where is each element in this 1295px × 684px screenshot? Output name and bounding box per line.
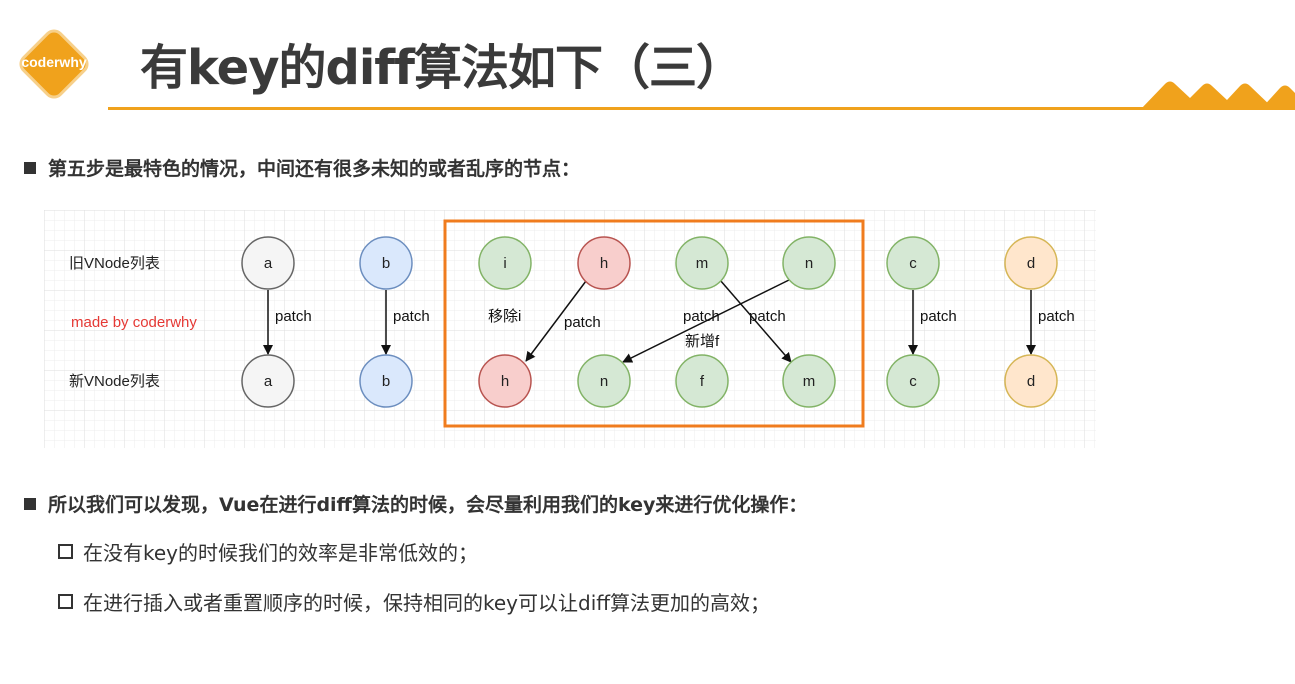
new-node-label-f: f bbox=[700, 373, 705, 390]
new-node-label-m: m bbox=[803, 373, 816, 390]
bullet-vue-key-optimization-text: 所以我们可以发现，Vue在进行diff算法的时候，会尽量利用我们的key来进行优… bbox=[48, 494, 808, 516]
patch-label-m: patch bbox=[749, 308, 786, 325]
square-bullet-icon bbox=[24, 498, 36, 510]
title-underline bbox=[108, 107, 1295, 110]
coderwhy-logo: coderwhy bbox=[14, 24, 94, 104]
new-node-m bbox=[782, 354, 836, 408]
new-node-a bbox=[241, 354, 295, 408]
patch-label-d: patch bbox=[1038, 308, 1075, 325]
unknown-sequence-highlight-box bbox=[443, 219, 865, 428]
old-node-label-i: i bbox=[503, 255, 506, 272]
bullet-step-five-text: 第五步是最特色的情况，中间还有很多未知的或者乱序的节点： bbox=[48, 158, 581, 180]
patch-label-h: patch bbox=[564, 314, 601, 331]
new-vnode-row-label: 新VNode列表 bbox=[69, 373, 160, 390]
new-node-label-a: a bbox=[264, 373, 273, 390]
new-node-label-b: b bbox=[382, 373, 390, 390]
old-node-label-b: b bbox=[382, 255, 390, 272]
new-node-f bbox=[675, 354, 729, 408]
hollow-square-bullet-icon bbox=[58, 594, 73, 609]
old-node-c bbox=[886, 236, 940, 290]
add-f-label: 新增f bbox=[685, 333, 720, 350]
new-node-label-n: n bbox=[600, 373, 608, 390]
old-node-label-m: m bbox=[696, 255, 709, 272]
diagram-canvas: 旧VNode列表 made by coderwhy 新VNode列表 patch… bbox=[44, 210, 1096, 448]
old-node-n bbox=[782, 236, 836, 290]
patch-arrow-h bbox=[525, 280, 587, 362]
old-node-label-a: a bbox=[264, 255, 273, 272]
sub-item-no-key: 在没有key的时候我们的效率是非常低效的； bbox=[58, 537, 478, 566]
new-node-label-c: c bbox=[909, 373, 917, 390]
old-node-h bbox=[577, 236, 631, 290]
old-vnode-row-label: 旧VNode列表 bbox=[69, 255, 160, 272]
hollow-square-bullet-icon bbox=[58, 544, 73, 559]
bullet-step-five: 第五步是最特色的情况，中间还有很多未知的或者乱序的节点： bbox=[24, 154, 580, 181]
old-node-label-n: n bbox=[805, 255, 813, 272]
bullet-vue-key-optimization: 所以我们可以发现，Vue在进行diff算法的时候，会尽量利用我们的key来进行优… bbox=[24, 490, 807, 517]
new-node-label-h: h bbox=[501, 373, 509, 390]
logo-text: coderwhy bbox=[21, 54, 87, 70]
old-node-i bbox=[478, 236, 532, 290]
sub-item-same-key-text: 在进行插入或者重置顺序的时候，保持相同的key可以让diff算法更加的高效； bbox=[83, 591, 771, 615]
patch-label-a: patch bbox=[275, 308, 312, 325]
patch-arrow-m bbox=[719, 279, 792, 363]
patch-label-c: patch bbox=[920, 308, 957, 325]
remove-i-label: 移除i bbox=[488, 308, 521, 325]
page-title: 有key的diff算法如下（三） bbox=[140, 40, 744, 96]
sub-item-same-key: 在进行插入或者重置顺序的时候，保持相同的key可以让diff算法更加的高效； bbox=[58, 587, 770, 616]
old-node-label-h: h bbox=[600, 255, 608, 272]
new-node-label-d: d bbox=[1027, 373, 1035, 390]
new-node-h bbox=[478, 354, 532, 408]
old-node-label-d: d bbox=[1027, 255, 1035, 272]
patch-label-b: patch bbox=[393, 308, 430, 325]
patch-arrow-n bbox=[622, 279, 790, 363]
old-node-m bbox=[675, 236, 729, 290]
watermark-text: made by coderwhy bbox=[71, 314, 197, 331]
old-node-label-c: c bbox=[909, 255, 917, 272]
old-node-b bbox=[359, 236, 413, 290]
sub-item-no-key-text: 在没有key的时候我们的效率是非常低效的； bbox=[83, 541, 479, 565]
new-node-c bbox=[886, 354, 940, 408]
new-node-d bbox=[1004, 354, 1058, 408]
new-node-b bbox=[359, 354, 413, 408]
vnode-circles: a b i h m n c d a b h n f m c d bbox=[241, 236, 1058, 408]
logo-diamond-icon bbox=[19, 29, 89, 99]
old-node-d bbox=[1004, 236, 1058, 290]
new-node-n bbox=[577, 354, 631, 408]
vnode-diff-diagram: 旧VNode列表 made by coderwhy 新VNode列表 patch… bbox=[44, 210, 1096, 452]
old-node-a bbox=[241, 236, 295, 290]
mountain-decoration-icon bbox=[1140, 81, 1295, 110]
square-bullet-icon bbox=[24, 162, 36, 174]
patch-label-n: patch bbox=[683, 308, 720, 325]
